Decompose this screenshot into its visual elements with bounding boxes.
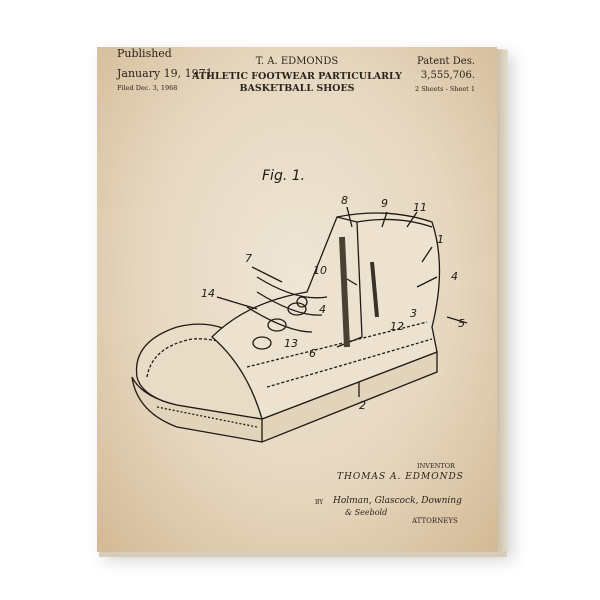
inventor-header: T. A. EDMONDS: [255, 56, 339, 67]
canvas-bottom-edge: [99, 551, 507, 557]
callout-1: 1: [437, 233, 444, 246]
callout-10: 10: [313, 264, 327, 277]
figure-label: Fig. 1.: [262, 168, 305, 184]
canvas-side-edge: [496, 49, 508, 553]
attorneys-label: ATTORNEYS: [412, 517, 458, 525]
inventor-label: INVENTOR: [417, 462, 455, 470]
callout-7: 7: [245, 252, 252, 265]
callout-4b: 4: [319, 303, 326, 316]
patent-label: Patent Des.: [416, 56, 475, 67]
callout-11: 11: [413, 201, 427, 214]
shoe-drawing: Fig. 1. 8 9 11 1 7 10 4 4 14 12 3 5 13 6…: [131, 168, 468, 443]
filed-date: Filed Dec. 3, 1968: [117, 84, 178, 92]
callout-12: 12: [390, 320, 404, 333]
callout-4a: 4: [451, 270, 458, 283]
patent-title-line1: ATHLETIC FOOTWEAR PARTICULARLY: [192, 71, 402, 82]
callout-14: 14: [201, 287, 215, 300]
sheets-info: 2 Sheets - Sheet 1: [415, 85, 475, 93]
callout-8: 8: [341, 194, 348, 207]
patent-number: 3,555,706.: [420, 70, 475, 81]
published-label: Published: [117, 47, 172, 60]
callout-9: 9: [381, 197, 388, 210]
callout-5: 5: [458, 317, 465, 330]
callout-6: 6: [309, 347, 316, 360]
inventor-name: THOMAS A. EDMONDS: [337, 472, 464, 482]
callout-2: 2: [359, 399, 366, 412]
patent-title-line2: BASKETBALL SHOES: [239, 83, 355, 94]
callout-3: 3: [410, 307, 417, 320]
by-label: BY: [315, 499, 324, 506]
attorneys-signature-line2: & Seebold: [345, 508, 388, 517]
attorneys-signature-line1: Holman, Glascock, Downing: [333, 496, 462, 506]
published-date: January 19, 1971: [117, 67, 213, 80]
patent-canvas-print: Published January 19, 1971 Filed Dec. 3,…: [97, 47, 497, 552]
callout-13: 13: [284, 337, 298, 350]
